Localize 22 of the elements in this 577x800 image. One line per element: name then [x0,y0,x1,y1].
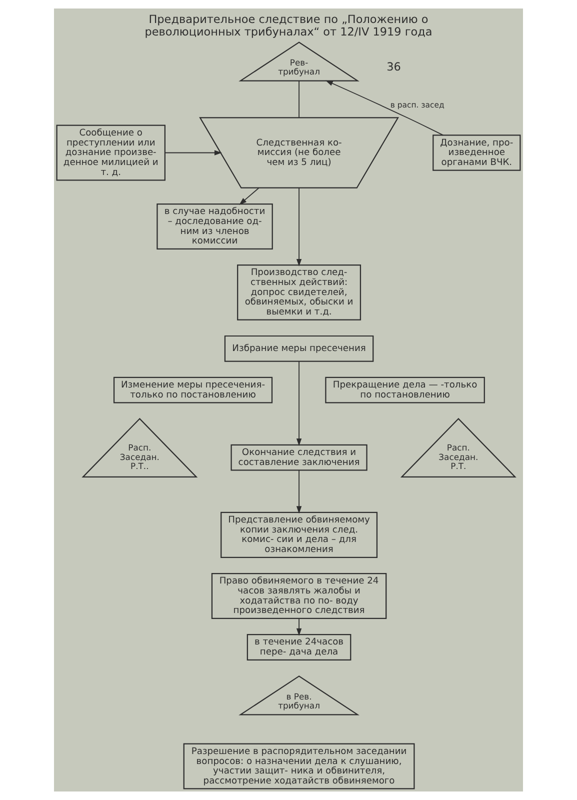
connector [298,80,300,118]
diagram-title: Предварительное следствие по „Положению о революционных трибуналах“ от 12/IV 1919 года [144,13,432,39]
arrow [164,150,222,156]
arrow [239,187,260,205]
node-box: Дознание, про- изведенное органами ВЧК. [432,134,521,171]
node-box: Производство след- ственных действий: допрос свидетелей, обвиняемых, обыски и выемки и т.д. [237,264,362,320]
node-box: Представление обвиняемому копии заключения след. комис- сии и дела – для ознакомления [220,512,378,558]
arrow [325,80,444,136]
arrow [296,618,302,636]
node-box: Разрешение в распорядительном заседании вопросов: о назначении дела к слушанию, участии защит- ника и обвинителя, рассмотрение ходатайств обвиняемого [183,743,415,790]
node-box: в случае надобности – доследование од- ним из членов комиссии [156,203,273,250]
node-box: Окончание следствия и составление заключения [230,444,368,471]
node-box: Изменение меры пресечения- только по постановлению [113,376,273,404]
node-box: Право обвиняемого в течение 24 часов заявлять жалобы и ходатайства по по- воду произведенного следствия [211,572,387,620]
node-box: Сообщение о преступлении или дознание произве- денное милицией и т. д. [56,124,166,181]
arrow [296,188,302,266]
arrow [296,361,302,446]
arrow [296,470,302,514]
node-box: Избрание меры пресечения [224,335,374,362]
label: 36 [386,60,401,74]
node-box: в течение 24часов пере- дача дела [246,634,352,660]
node-box: Прекращение дела — -только по постановлению [325,376,485,404]
